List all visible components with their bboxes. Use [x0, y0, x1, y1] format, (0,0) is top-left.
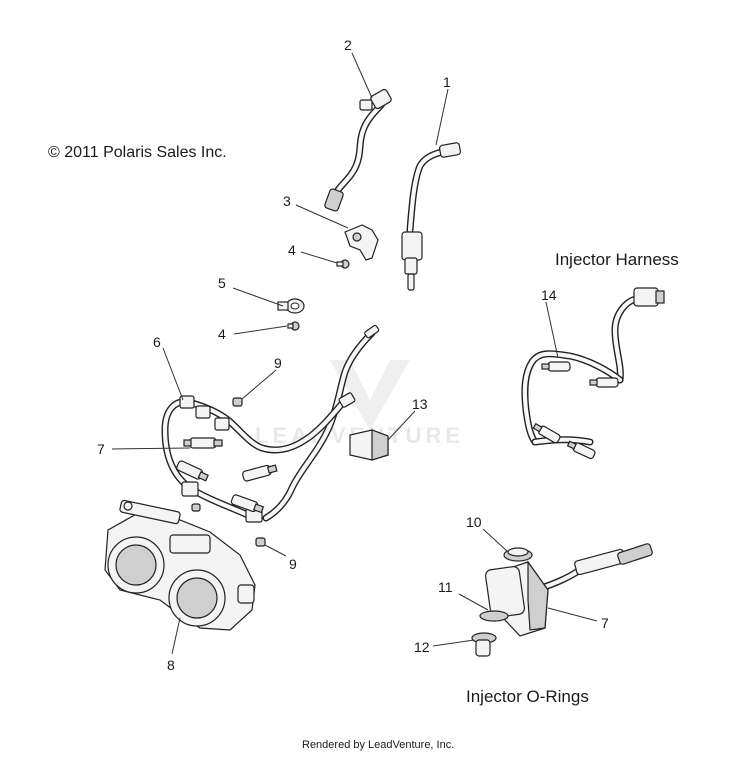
- callout-6: 6: [153, 334, 161, 350]
- callout-7-main: 7: [97, 441, 105, 457]
- callout-8: 8: [167, 657, 175, 673]
- part-4-screw-upper: [336, 259, 350, 269]
- callout-5: 5: [218, 275, 226, 291]
- callout-1: 1: [443, 74, 451, 90]
- part-6-wire-harness: [161, 324, 380, 523]
- callout-7-detail: 7: [601, 615, 609, 631]
- part-7-injectors: [176, 437, 278, 514]
- part-9-plug-upper: [232, 397, 243, 407]
- part-13-connector: [349, 429, 389, 461]
- part-8-throttle-body: [104, 499, 256, 631]
- injector-orings-heading: Injector O-Rings: [466, 687, 589, 706]
- callout-9-upper: 9: [274, 355, 282, 371]
- injector-harness-heading: Injector Harness: [555, 250, 679, 269]
- callout-3: 3: [283, 193, 291, 209]
- part-3-bracket: [344, 224, 379, 261]
- callout-9-lower: 9: [289, 556, 297, 572]
- copyright-notice: © 2011 Polaris Sales Inc.: [48, 144, 227, 161]
- callout-14: 14: [541, 287, 557, 303]
- callout-11: 11: [438, 579, 453, 595]
- callout-13: 13: [412, 396, 428, 412]
- callout-4-lower: 4: [218, 326, 226, 342]
- leader-lines: [111, 52, 598, 655]
- callout-2: 2: [344, 37, 352, 53]
- callout-12: 12: [414, 639, 430, 655]
- part-2-fuel-hose: [324, 88, 392, 212]
- part-14-injector-harness: [521, 287, 665, 460]
- footer-credit: Rendered by LeadVenture, Inc.: [302, 739, 454, 751]
- injector-detail: [471, 543, 653, 657]
- part-9-plug-lower: [191, 503, 266, 547]
- callout-10: 10: [466, 514, 482, 530]
- part-1-fuel-hose-filter: [401, 142, 462, 291]
- callout-4-upper: 4: [288, 242, 296, 258]
- callout-labels: 2 1 3 4 5 4 6 9 7 13 14 9 8 10 11 12 7: [97, 37, 609, 673]
- part-4-screw-lower: [287, 321, 300, 331]
